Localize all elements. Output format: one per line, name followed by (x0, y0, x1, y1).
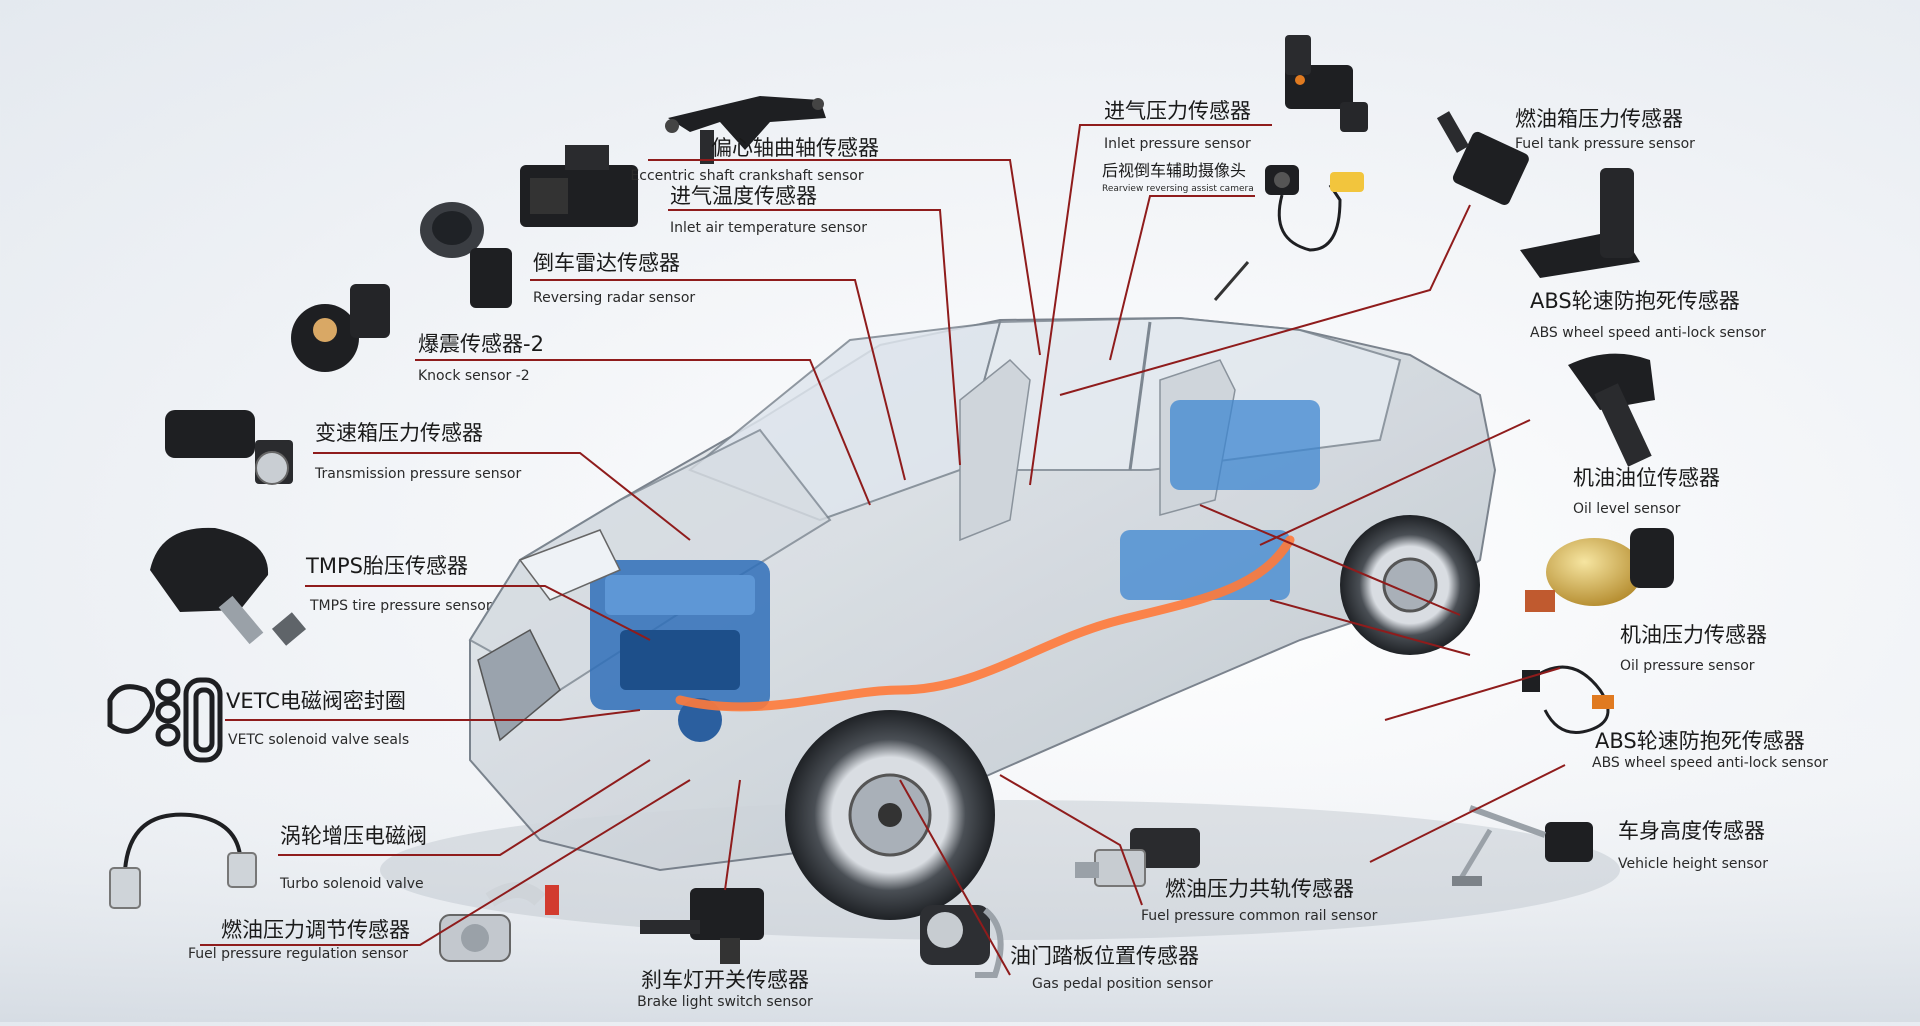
seat-front (959, 358, 1031, 542)
label-cn-fuel-pressure-common-rail-sensor: 燃油压力共轨传感器 (1165, 877, 1354, 901)
leader-lines (200, 124, 1566, 976)
label-en-abs-wheel-speed-sensor-lower: ABS wheel speed anti-lock sensor (1592, 755, 1828, 771)
label-cn-fuel-pressure-regulation-sensor: 燃油压力调节传感器 (221, 918, 410, 942)
label-en-vetc-solenoid-valve-seals: VETC solenoid valve seals (228, 732, 409, 748)
leader-line-rearview-reversing-assist-camera (1109, 195, 1255, 361)
eccentric-shaft-sensor-image (665, 96, 826, 164)
label-en-tmps-tire-pressure-sensor: TMPS tire pressure sensor (309, 598, 492, 614)
gas-pedal-sensor-image (920, 905, 1004, 978)
leader-line-brake-light-switch-sensor (724, 779, 741, 891)
label-en-gas-pedal-position-sensor: Gas pedal position sensor (1032, 976, 1213, 992)
label-cn-vehicle-height-sensor: 车身高度传感器 (1618, 819, 1765, 843)
label-en-turbo-solenoid-valve: Turbo solenoid valve (279, 876, 424, 892)
label-en-inlet-air-temperature-sensor: Inlet air temperature sensor (670, 220, 867, 236)
label-cn-oil-pressure-sensor: 机油压力传感器 (1620, 623, 1767, 647)
leader-line-vehicle-height-sensor (1369, 764, 1566, 863)
leader-line-turbo-solenoid-valve (278, 759, 651, 856)
label-cn-abs-wheel-speed-sensor-lower: ABS轮速防抱死传感器 (1595, 729, 1805, 753)
label-cn-inlet-air-temperature-sensor: 进气温度传感器 (670, 184, 817, 208)
label-cn-eccentric-shaft-crankshaft-sensor: 偏心轴曲轴传感器 (711, 136, 879, 160)
leader-line-reversing-radar-sensor (530, 279, 906, 481)
car-antenna (1213, 261, 1250, 301)
label-cn-abs-wheel-speed-sensor-upper: ABS轮速防抱死传感器 (1530, 289, 1740, 313)
rear-wheel (1340, 515, 1480, 655)
vehicle-height-sensor-image (1452, 805, 1593, 886)
sensor-labels: 偏心轴曲轴传感器 Eccentric shaft crankshaft senso… (188, 99, 1828, 1010)
fuel-line (675, 535, 1295, 712)
transmission-pressure-sensor-image (165, 410, 293, 485)
label-en-rearview-reversing-assist-camera: Rearview reversing assist camera (1102, 184, 1254, 194)
car-b-pillar (1128, 321, 1152, 471)
label-cn-brake-light-switch-sensor: 刹车灯开关传感器 (641, 968, 809, 992)
label-cn-turbo-solenoid-valve: 涡轮增压电磁阀 (280, 824, 427, 848)
engine-block (590, 560, 770, 742)
leader-line-inlet-pressure-sensor (1029, 124, 1272, 486)
inlet-pressure-sensor-image (1285, 35, 1368, 132)
label-cn-reversing-radar-sensor: 倒车雷达传感器 (533, 251, 680, 275)
label-en-inlet-pressure-sensor: Inlet pressure sensor (1104, 136, 1251, 152)
front-wheel (785, 710, 995, 920)
oil-level-sensor-image (1568, 353, 1655, 467)
fuel-pressure-regulator-image (439, 882, 559, 962)
turbo-solenoid-valve-image (109, 812, 257, 909)
leader-line-abs-wheel-speed-sensor-lower (1384, 667, 1561, 721)
label-cn-gas-pedal-position-sensor: 油门踏板位置传感器 (1010, 944, 1199, 968)
oil-pressure-sensor-image (1525, 528, 1674, 612)
label-en-oil-level-sensor: Oil level sensor (1573, 501, 1681, 517)
car-xray-illustration (468, 261, 1497, 920)
brake-light-switch-image (640, 888, 764, 964)
label-en-fuel-pressure-regulation-sensor: Fuel pressure regulation sensor (188, 946, 408, 962)
leader-line-oil-pressure-sensor (1269, 599, 1471, 656)
label-cn-inlet-pressure-sensor: 进气压力传感器 (1104, 99, 1251, 123)
label-en-knock-sensor: Knock sensor -2 (418, 368, 530, 384)
label-cn-transmission-pressure-sensor: 变速箱压力传感器 (315, 421, 483, 445)
knock-sensor-image (291, 284, 390, 372)
tmps-sensor-image (150, 527, 307, 646)
leader-line-inlet-air-temperature-sensor (668, 209, 961, 466)
leader-line-fuel-tank-pressure-sensor (1059, 204, 1471, 396)
label-cn-tmps-tire-pressure-sensor: TMPS胎压传感器 (305, 554, 468, 578)
sensor-illustrations (107, 35, 1674, 978)
reversing-radar-sensor-image (420, 202, 512, 308)
leader-line-fuel-pressure-regulation-sensor (200, 779, 691, 946)
car-grille (477, 628, 561, 742)
label-cn-rearview-reversing-assist-camera: 后视倒车辅助摄像头 (1102, 161, 1246, 180)
rearview-camera-image (1265, 165, 1364, 252)
leader-line-gas-pedal-position-sensor (899, 779, 1011, 976)
leader-line-vetc-solenoid-valve-seals (225, 709, 641, 721)
abs-upper-sensor-image (1520, 168, 1640, 278)
leader-line-transmission-pressure-sensor (313, 452, 691, 541)
label-cn-fuel-tank-pressure-sensor: 燃油箱压力传感器 (1515, 107, 1683, 131)
leader-line-eccentric-shaft-crankshaft-sensor (648, 159, 1041, 356)
label-en-reversing-radar-sensor: Reversing radar sensor (533, 290, 695, 306)
label-en-fuel-pressure-common-rail-sensor: Fuel pressure common rail sensor (1141, 908, 1378, 924)
leader-line-abs-wheel-speed-sensor-upper (1259, 419, 1531, 546)
leader-line-tmps-tire-pressure-sensor (305, 585, 651, 641)
leader-line-oil-level-sensor (1199, 504, 1461, 616)
label-en-vehicle-height-sensor: Vehicle height sensor (1618, 856, 1768, 872)
label-en-fuel-tank-pressure-sensor: Fuel tank pressure sensor (1515, 136, 1695, 152)
label-en-brake-light-switch-sensor: Brake light switch sensor (637, 994, 813, 1010)
label-cn-oil-level-sensor: 机油油位传感器 (1573, 466, 1720, 490)
inlet-air-temperature-sensor-image (520, 145, 638, 227)
leader-line-fuel-pressure-common-rail-sensor (999, 774, 1143, 906)
label-cn-knock-sensor: 爆震传感器-2 (418, 332, 544, 356)
leader-line-knock-sensor (415, 359, 871, 506)
label-en-transmission-pressure-sensor: Transmission pressure sensor (314, 466, 521, 482)
label-en-abs-wheel-speed-sensor-upper: ABS wheel speed anti-lock sensor (1530, 325, 1766, 341)
label-cn-vetc-solenoid-valve-seals: VETC电磁阀密封圈 (226, 689, 406, 713)
label-en-oil-pressure-sensor: Oil pressure sensor (1620, 658, 1755, 674)
label-en-eccentric-shaft-crankshaft-sensor: Eccentric shaft crankshaft sensor (630, 168, 863, 184)
vetc-seals-image (107, 677, 223, 763)
fuel-tank-pressure-sensor-image (1436, 111, 1529, 205)
